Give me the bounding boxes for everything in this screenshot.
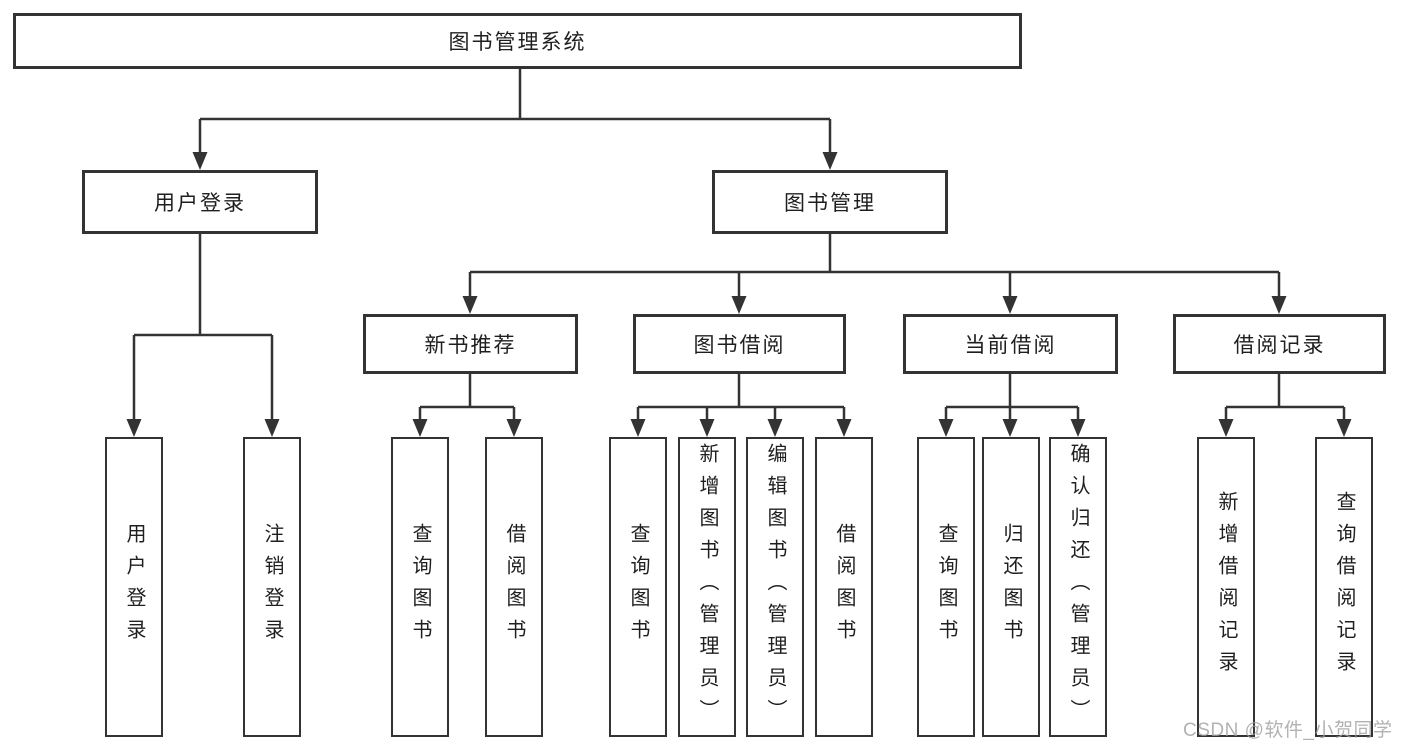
leaf-label: 注销登录 <box>261 523 283 651</box>
leaf-query-borrow-record: 查询借阅记录 <box>1315 437 1373 737</box>
leaf-label: 新增借阅记录 <box>1215 491 1237 683</box>
leaf-confirm-return-admin: 确认归还（管理员） <box>1049 437 1107 737</box>
node-label: 新书推荐 <box>424 334 517 357</box>
leaf-label: 查询图书 <box>935 523 957 651</box>
csdn-watermark: CSDN @软件_小贺同学 <box>1183 720 1393 741</box>
leaf-edit-books-admin: 编辑图书（管理员） <box>746 437 804 737</box>
leaf-label: 借阅图书 <box>833 523 855 651</box>
leaf-borrow-books-borrowing: 借阅图书 <box>815 437 873 737</box>
leaf-user-login: 用户登录 <box>105 437 163 737</box>
leaf-query-books-borrowing: 查询图书 <box>609 437 667 737</box>
leaf-label: 归还图书 <box>1000 523 1022 651</box>
node-label: 当前借阅 <box>964 334 1057 357</box>
leaf-query-books-current: 查询图书 <box>917 437 975 737</box>
node-label: 借阅记录 <box>1233 334 1326 357</box>
leaf-return-books: 归还图书 <box>982 437 1040 737</box>
node-label: 图书管理系统 <box>448 31 587 54</box>
node-new-book-recommendation: 新书推荐 <box>363 314 578 374</box>
node-book-management: 图书管理 <box>712 170 948 234</box>
leaf-query-books-recommend: 查询图书 <box>391 437 449 737</box>
leaf-label: 查询借阅记录 <box>1333 491 1355 683</box>
leaf-label: 查询图书 <box>627 523 649 651</box>
node-library-management-system: 图书管理系统 <box>13 13 1022 69</box>
node-label: 图书管理 <box>784 192 876 215</box>
leaf-logout: 注销登录 <box>243 437 301 737</box>
leaf-label: 编辑图书（管理员） <box>764 443 786 731</box>
node-user-login: 用户登录 <box>82 170 318 234</box>
leaf-label: 借阅图书 <box>503 523 525 651</box>
node-current-borrowing: 当前借阅 <box>903 314 1118 374</box>
leaf-label: 用户登录 <box>123 523 145 651</box>
node-label: 用户登录 <box>154 192 246 215</box>
leaf-add-books-admin: 新增图书（管理员） <box>678 437 736 737</box>
leaf-label: 确认归还（管理员） <box>1067 443 1089 731</box>
node-label: 图书借阅 <box>693 334 786 357</box>
leaf-label: 新增图书（管理员） <box>696 443 718 731</box>
leaf-borrow-books-recommend: 借阅图书 <box>485 437 543 737</box>
node-book-borrowing: 图书借阅 <box>633 314 846 374</box>
leaf-add-borrow-record: 新增借阅记录 <box>1197 437 1255 737</box>
leaf-label: 查询图书 <box>409 523 431 651</box>
node-borrowing-records: 借阅记录 <box>1173 314 1386 374</box>
